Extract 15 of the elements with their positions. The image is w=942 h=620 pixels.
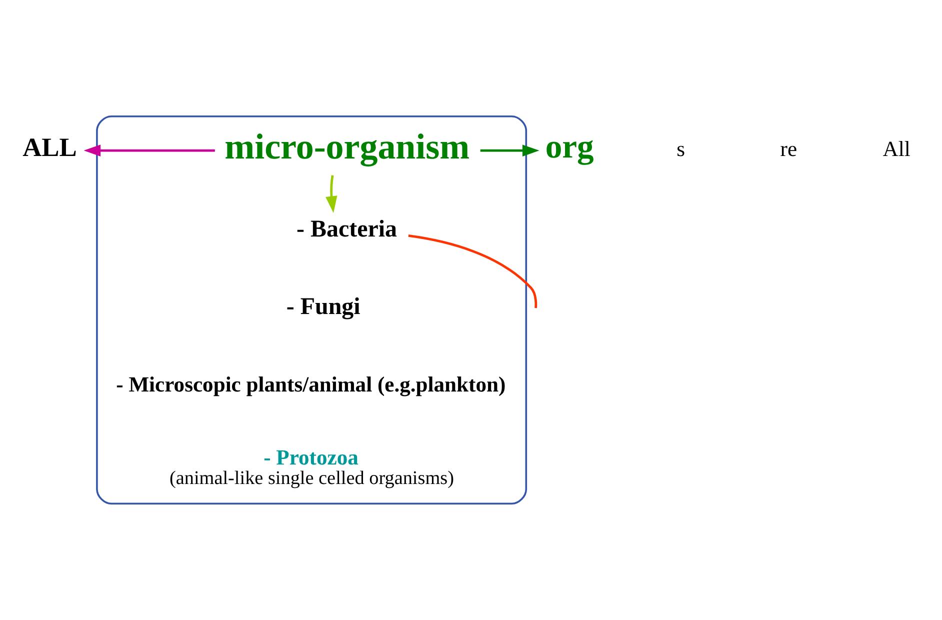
node-text: org (545, 128, 594, 166)
node-text: - Protozoa (animal-like single celled organisms) (169, 446, 454, 490)
arrow (480, 144, 540, 156)
connector (408, 234, 538, 308)
node-text: ALL (22, 133, 77, 162)
node-text: micro-organism (224, 126, 470, 166)
arrow (84, 144, 215, 156)
label: s (676, 136, 685, 161)
node-text: - Microscopic plants/animal (e.g.plankton) (116, 372, 506, 396)
arrow (326, 175, 338, 214)
label: re (780, 136, 798, 161)
label: All (882, 136, 910, 161)
cluster (96, 115, 528, 505)
node-text: - Fungi (286, 294, 360, 320)
node-text: - Bacteria (296, 216, 398, 242)
